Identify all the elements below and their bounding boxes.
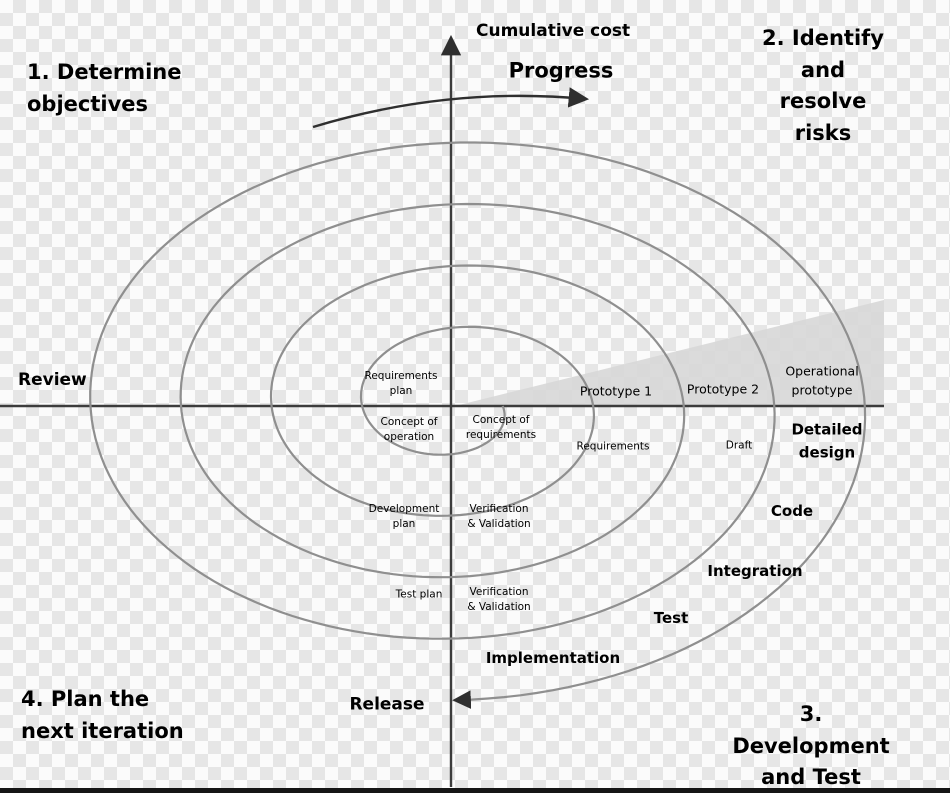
label-concept-of-operation: Concept of operation <box>380 415 438 443</box>
label-verification-validation-2: Verification & Validation <box>467 585 531 613</box>
label-requirements: Requirements <box>576 440 650 453</box>
spiral-curve <box>89 141 867 709</box>
label-quadrant-4: 4. Plan the next iteration <box>21 687 184 743</box>
label-verification-validation-1: Verification & Validation <box>467 502 531 530</box>
label-development-plan: Development plan <box>368 502 440 530</box>
label-test-plan: Test plan <box>395 588 443 601</box>
label-quadrant-2: 2. Identify and resolve risks <box>761 26 884 145</box>
label-concept-of-requirements: Concept of requirements <box>465 413 537 441</box>
label-cumulative-cost: Cumulative cost <box>476 21 631 41</box>
risk-wedge <box>455 300 884 406</box>
progress-arrow <box>312 87 590 129</box>
label-prototype-2: Prototype 2 <box>686 381 760 397</box>
label-test: Test <box>653 608 689 627</box>
label-code: Code <box>770 501 814 520</box>
label-integration: Integration <box>707 561 803 580</box>
label-draft: Draft <box>725 439 753 452</box>
label-release: Release <box>349 694 425 715</box>
label-review: Review <box>18 370 87 390</box>
label-implementation: Implementation <box>485 648 621 667</box>
label-progress: Progress <box>508 58 614 83</box>
label-quadrant-3: 3. Development and Test <box>732 701 890 789</box>
label-detailed-design: Detailed design <box>791 420 863 462</box>
bottom-edge <box>0 788 950 793</box>
label-prototype-1: Prototype 1 <box>579 383 653 399</box>
label-quadrant-1: 1. Determine objectives <box>27 60 182 116</box>
label-requirements-plan: Requirements plan <box>364 369 438 397</box>
label-operational-prototype: Operational prototype <box>785 363 859 397</box>
